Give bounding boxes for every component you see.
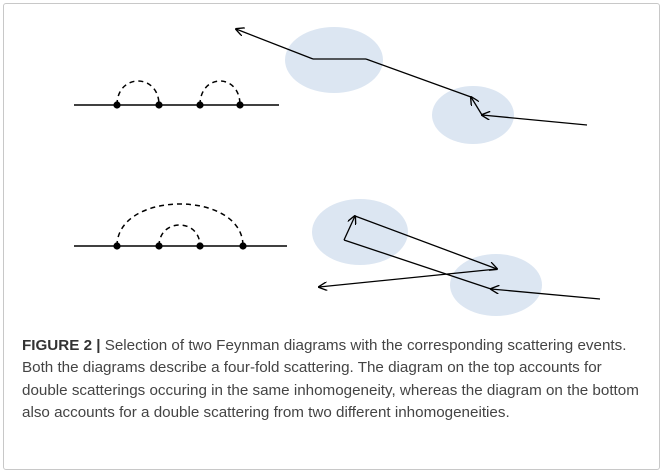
interaction-line-dashed (199, 80, 241, 106)
scattered-ray-arrow (343, 216, 355, 241)
inhomogeneity-blob (312, 199, 408, 265)
inhomogeneity-blob (432, 86, 514, 144)
outgoing-ray-arrow (236, 29, 314, 60)
scattering-event-bottom (312, 199, 601, 316)
scattered-ray-arrow (343, 239, 492, 290)
vertex-dot (155, 101, 163, 109)
figure-caption: FIGURE 2 | Selection of two Feynman diag… (22, 335, 647, 425)
interaction-line-dashed (116, 203, 244, 247)
inhomogeneity-blob (285, 27, 383, 93)
vertex-dot (113, 101, 121, 109)
scattered-ray-arrow (365, 58, 472, 98)
inhomogeneity-blob (450, 254, 542, 316)
interaction-line-dashed (158, 224, 201, 247)
incident-ray-arrow (491, 289, 601, 300)
feynman-diagram-top (74, 80, 279, 109)
figure-diagrams (74, 27, 601, 316)
vertex-dot (239, 242, 247, 250)
vertex-dot (196, 242, 204, 250)
figure-caption-text: Selection of two Feynman diagrams with t… (22, 337, 639, 422)
scattered-ray-arrow (354, 215, 497, 269)
vertex-dot (113, 242, 121, 250)
feynman-diagram-bottom (74, 203, 287, 250)
vertex-dot (196, 101, 204, 109)
figure-panel: FIGURE 2 | Selection of two Feynman diag… (3, 3, 660, 470)
interaction-line-dashed (116, 80, 160, 106)
vertex-dot (155, 242, 163, 250)
incident-ray-arrow (482, 115, 588, 126)
scattered-ray-arrow (471, 97, 483, 116)
outgoing-ray-arrow (319, 268, 498, 287)
figure-label: FIGURE 2 | (22, 337, 101, 354)
vertex-dot (236, 101, 244, 109)
scattering-event-top (236, 27, 588, 144)
